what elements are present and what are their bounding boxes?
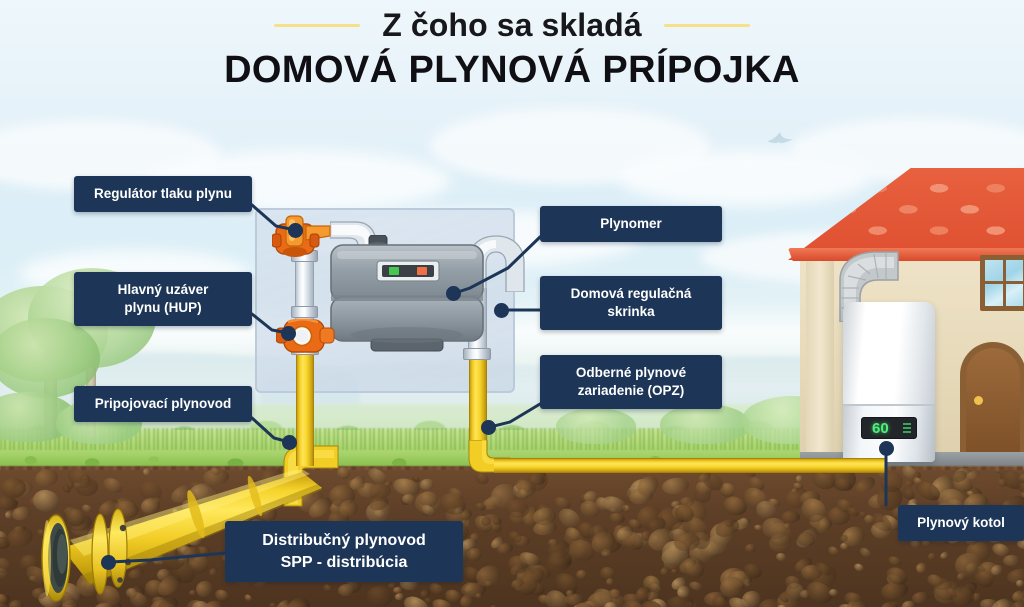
window-mullion: [985, 281, 1023, 284]
label-plynomer[interactable]: Plynomer: [540, 206, 722, 243]
leader-distribucny: [108, 551, 227, 564]
page-title: Z čoho sa skladá DOMOVÁ PLYNOVÁ PRÍPOJKA: [0, 7, 1024, 93]
leader-dot-opz: [481, 420, 496, 435]
leader-opz: [488, 402, 542, 429]
boiler-bar-indicator: [903, 423, 911, 434]
boiler-seam: [843, 404, 935, 406]
tree-canopy: [0, 318, 100, 398]
leader-dot-distribucny: [101, 555, 116, 570]
house-pilaster: [806, 252, 834, 458]
leader-plynomer: [453, 235, 542, 295]
gas-meter[interactable]: [327, 235, 487, 360]
soil-pebbles: [0, 462, 1024, 607]
title-eyebrow: Z čoho sa skladá: [382, 7, 642, 43]
gas-pressure-regulator[interactable]: [272, 212, 344, 260]
label-pripojovaci-plynovod[interactable]: Pripojovací plynovod: [74, 386, 252, 423]
label-odberne-plynove-zariadenie[interactable]: Odberné plynové zariadenie (OPZ): [540, 355, 722, 410]
connection-pipe-vertical: [296, 350, 314, 466]
label-distribucny-plynovod[interactable]: Distribučný plynovod SPP - distribúcia: [225, 521, 463, 583]
label-hlavny-uzaver-plynu[interactable]: Hlavný uzáver plynu (HUP): [74, 272, 252, 327]
shrub: [660, 404, 750, 444]
flying-bird-icon: [767, 132, 793, 144]
pipe-collar: [291, 306, 318, 318]
label-regulator-tlaku-plynu[interactable]: Regulátor tlaku plynu: [74, 176, 252, 213]
boiler-display: 60: [861, 417, 917, 439]
label-domova-regulacna-skrinka[interactable]: Domová regulačná skrinka: [540, 276, 722, 331]
leader-dot-hup: [281, 326, 296, 341]
door-handle-icon: [974, 396, 983, 405]
pipe-collar: [463, 348, 491, 360]
label-plynovy-kotol[interactable]: Plynový kotol: [898, 505, 1024, 542]
leader-dot-regulator: [288, 223, 303, 238]
opz-pipe-horizontal: [494, 458, 886, 473]
steel-pipe-left: [295, 254, 314, 320]
title-main: DOMOVÁ PLYNOVÁ PRÍPOJKA: [224, 49, 800, 92]
leader-dot-skrinka: [494, 303, 509, 318]
title-rule-left: [274, 24, 361, 28]
leader-dot-plynomer: [446, 286, 461, 301]
shrub: [556, 408, 636, 444]
roof-eave: [788, 248, 1024, 261]
boiler-temperature-value: 60: [872, 420, 889, 437]
title-eyebrow-row: Z čoho sa skladá: [0, 7, 1024, 43]
title-rule-right: [663, 24, 750, 28]
leader-dot-pripojovaci: [282, 435, 297, 450]
leader-dot-kotol: [879, 441, 894, 456]
